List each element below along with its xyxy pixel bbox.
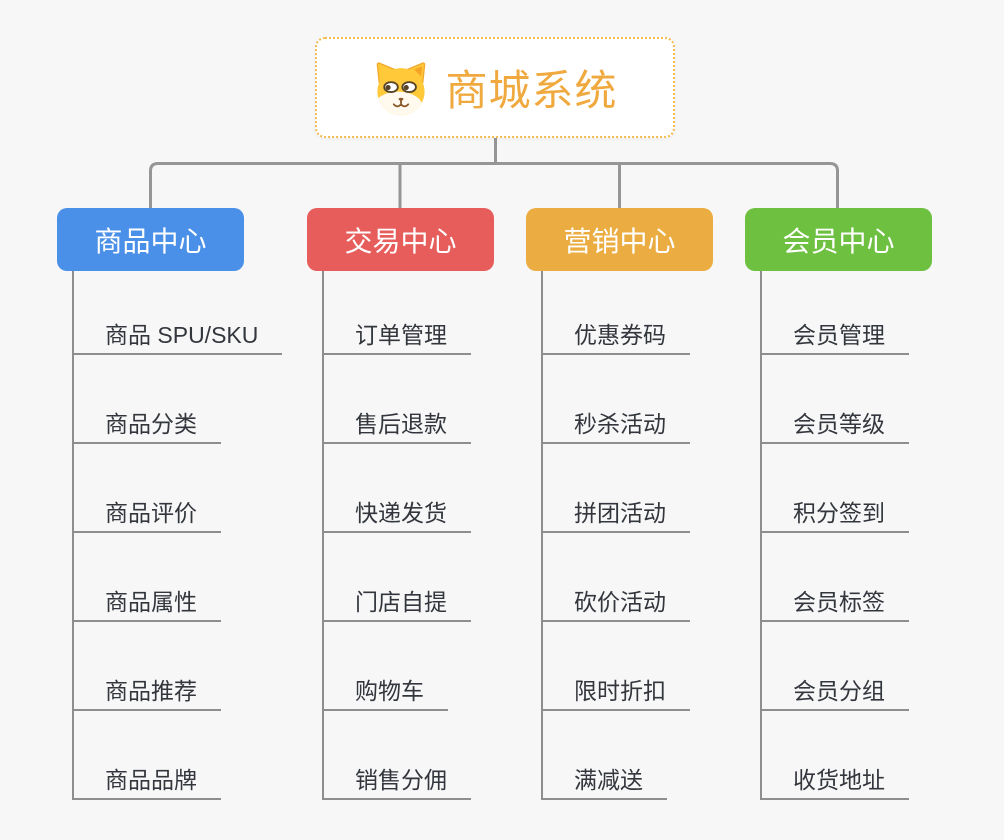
branch-column-marketing-center: 营销中心 优惠券码 秒杀活动 拼团活动 砍价活动 限时折扣 满减送 bbox=[526, 0, 786, 840]
child-node[interactable]: 快递发货 bbox=[322, 495, 471, 533]
child-node[interactable]: 订单管理 bbox=[322, 317, 471, 355]
child-node[interactable]: 门店自提 bbox=[322, 584, 471, 622]
branch-column-member-center: 会员中心 会员管理 会员等级 积分签到 会员标签 会员分组 收货地址 bbox=[745, 0, 1004, 840]
child-node[interactable]: 会员管理 bbox=[760, 317, 909, 355]
child-node[interactable]: 优惠券码 bbox=[541, 317, 690, 355]
child-node[interactable]: 销售分佣 bbox=[322, 762, 471, 800]
branch-spine bbox=[760, 271, 762, 800]
branch-node-member-center[interactable]: 会员中心 bbox=[745, 208, 932, 271]
root-title: 商城系统 bbox=[445, 67, 618, 114]
child-node[interactable]: 秒杀活动 bbox=[541, 406, 690, 444]
child-node[interactable]: 会员等级 bbox=[760, 406, 909, 444]
child-node[interactable]: 积分签到 bbox=[760, 495, 909, 533]
child-node[interactable]: 限时折扣 bbox=[541, 673, 690, 711]
child-node[interactable]: 砍价活动 bbox=[541, 584, 690, 622]
child-node[interactable]: 收货地址 bbox=[760, 762, 909, 800]
child-node[interactable]: 售后退款 bbox=[322, 406, 471, 444]
branch-spine bbox=[322, 271, 324, 800]
branch-node-marketing-center[interactable]: 营销中心 bbox=[526, 208, 713, 271]
child-node[interactable]: 满减送 bbox=[541, 762, 667, 800]
branch-label: 营销中心 bbox=[563, 225, 676, 257]
branch-label: 商品中心 bbox=[94, 225, 207, 257]
child-node[interactable]: 商品评价 bbox=[72, 495, 221, 533]
branch-node-product-center[interactable]: 商品中心 bbox=[57, 208, 244, 271]
child-node[interactable]: 商品 SPU/SKU bbox=[72, 317, 283, 355]
child-node[interactable]: 商品推荐 bbox=[72, 673, 221, 711]
branch-column-trade-center: 交易中心 订单管理 售后退款 快递发货 门店自提 购物车 销售分佣 bbox=[307, 0, 567, 840]
branch-node-trade-center[interactable]: 交易中心 bbox=[307, 208, 494, 271]
child-node[interactable]: 商品属性 bbox=[72, 584, 221, 622]
child-node[interactable]: 会员标签 bbox=[760, 584, 909, 622]
dog-face-icon bbox=[377, 61, 426, 115]
child-node[interactable]: 会员分组 bbox=[760, 673, 909, 711]
root-node[interactable]: 商城系统 bbox=[315, 37, 675, 138]
child-node[interactable]: 拼团活动 bbox=[541, 495, 690, 533]
child-node[interactable]: 购物车 bbox=[322, 673, 448, 711]
child-node[interactable]: 商品分类 bbox=[72, 406, 221, 444]
branch-label: 会员中心 bbox=[782, 225, 895, 257]
branch-label: 交易中心 bbox=[344, 225, 457, 257]
child-node[interactable]: 商品品牌 bbox=[72, 762, 221, 800]
branch-spine bbox=[72, 271, 74, 800]
branch-spine bbox=[541, 271, 543, 800]
branch-column-product-center: 商品中心 商品 SPU/SKU 商品分类 商品评价 商品属性 商品推荐 商品品牌 bbox=[57, 0, 317, 840]
